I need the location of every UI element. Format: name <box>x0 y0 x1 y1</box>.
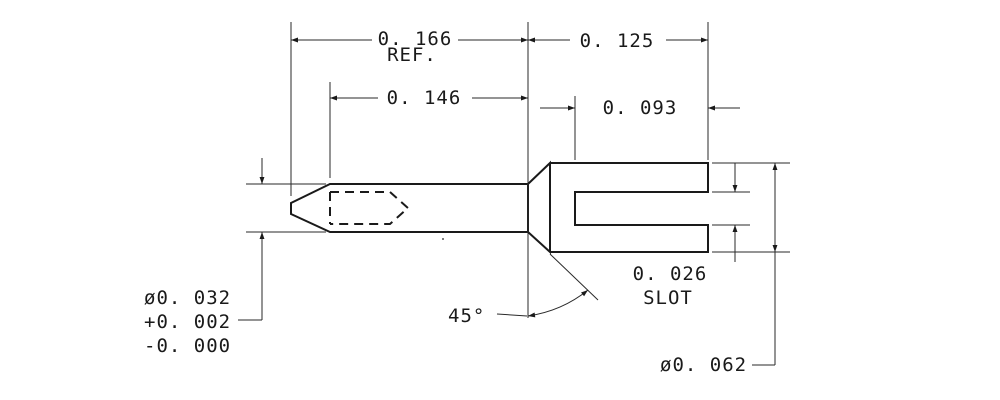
dim-overall-ref-value: 0. 166 <box>378 28 453 50</box>
dim-fork-length: 0. 125 <box>528 30 708 52</box>
dim-shank-length: 0. 146 <box>330 87 528 109</box>
dim-body-diameter-value: ø0. 062 <box>660 354 747 376</box>
dim-slot-width: 0. 026 SLOT <box>633 163 738 309</box>
dim-slot-depth-value: 0. 093 <box>603 97 678 119</box>
part-outline <box>290 160 709 255</box>
dim-tip-diameter: ø0. 032 +0. 002 -0. 000 <box>144 158 265 357</box>
dim-slot-width-value: 0. 026 <box>633 263 708 285</box>
dim-chamfer-angle-value: 45° <box>448 305 485 327</box>
shoulder-chamfer <box>527 160 551 255</box>
dim-tip-diameter-tol-minus: -0. 000 <box>144 335 231 357</box>
dim-overall-ref: 0. 166 REF. <box>291 28 528 66</box>
dim-slot-width-note: SLOT <box>643 287 693 309</box>
dim-tip-diameter-value: ø0. 032 <box>144 287 231 309</box>
dim-chamfer-angle: 45° <box>448 289 589 327</box>
pin-shank-outline <box>290 183 528 233</box>
dim-shank-length-value: 0. 146 <box>387 87 462 109</box>
dim-overall-ref-note: REF. <box>387 44 437 66</box>
scan-speck <box>442 238 444 240</box>
dim-slot-depth: 0. 093 <box>540 97 740 119</box>
dim-tip-diameter-tol-plus: +0. 002 <box>144 311 231 333</box>
extension-lines <box>246 22 790 318</box>
dim-fork-length-value: 0. 125 <box>580 30 655 52</box>
dim-body-diameter: ø0. 062 <box>660 163 778 376</box>
fork-outline <box>550 162 709 253</box>
hidden-bore <box>330 191 410 225</box>
